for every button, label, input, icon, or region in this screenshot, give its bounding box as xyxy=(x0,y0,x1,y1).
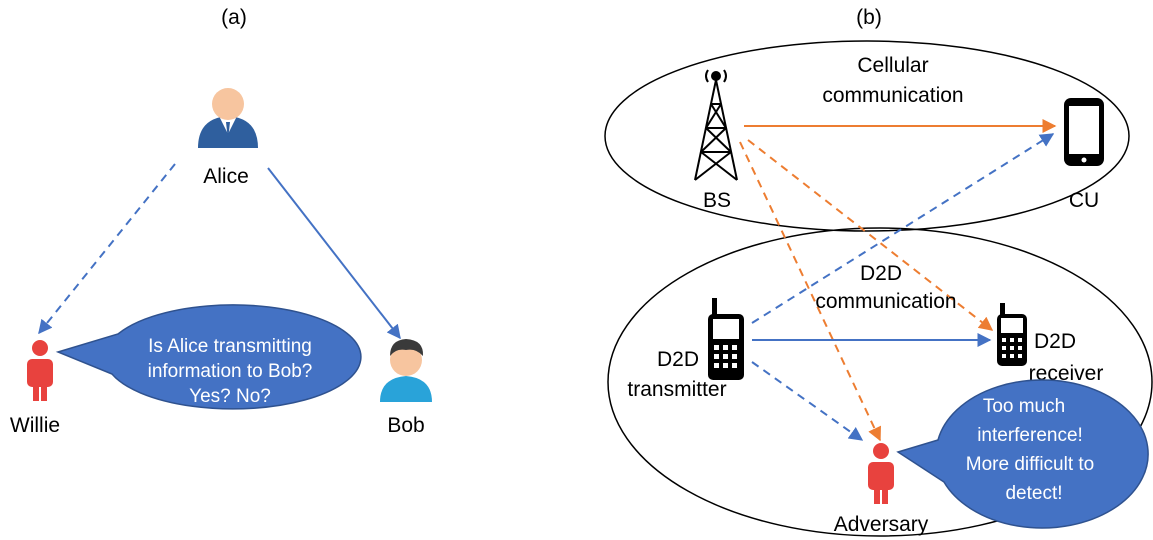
cellular-title-line-2: communication xyxy=(822,84,963,107)
base-station-icon xyxy=(694,69,738,181)
adversary-label: Adversary xyxy=(834,513,929,536)
panel-a-caption: (a) xyxy=(221,6,247,29)
cu-label: CU xyxy=(1069,189,1099,212)
d2d-region xyxy=(607,227,1153,537)
willie-label: Willie xyxy=(10,414,60,437)
bubble-b-line-1: Too much xyxy=(983,396,1065,417)
panel-b-caption: (b) xyxy=(856,6,882,29)
bubble-b-line-4: detect! xyxy=(1005,483,1062,504)
alice-icon xyxy=(198,88,258,148)
bubble-b-line-3: More difficult to xyxy=(966,454,1094,475)
bubble-a-line-3: Yes? No? xyxy=(189,386,271,407)
bs-d2d-receiver-interference xyxy=(747,139,994,331)
panel-b: (b) Cellular communication xyxy=(604,6,1153,537)
bob-label: Bob xyxy=(387,414,424,437)
adversary-speech-bubble: Too much interference! More difficult to… xyxy=(896,379,1149,529)
d2d-title-line-1: D2D xyxy=(860,262,902,285)
bob-icon xyxy=(380,339,432,402)
cellular-title-line-1: Cellular xyxy=(857,54,928,77)
adversary-icon xyxy=(868,443,894,504)
willie-speech-bubble: Is Alice transmitting information to Bob… xyxy=(55,304,362,410)
bubble-a-line-2: information to Bob? xyxy=(148,361,313,382)
willie-icon xyxy=(27,340,53,401)
d2d-tx-cu-interference xyxy=(751,133,1055,324)
cellular-region xyxy=(604,40,1130,232)
d2d-transmitter-phone-icon xyxy=(708,298,744,380)
bubble-a-line-1: Is Alice transmitting xyxy=(148,336,312,357)
d2d-transmitter-label-line-2: transmitter xyxy=(627,378,726,401)
d2d-receiver-label-line-1: D2D xyxy=(1034,330,1076,353)
d2d-title-line-2: communication xyxy=(815,290,956,313)
panel-a: (a) Alice Willie Is Alice transmitting i… xyxy=(10,6,432,437)
d2d-receiver-phone-icon xyxy=(997,303,1027,366)
d2d-tx-adversary-link xyxy=(751,361,864,441)
alice-willie-link xyxy=(38,163,176,335)
bs-label: BS xyxy=(703,189,731,212)
bubble-b-line-2: interference! xyxy=(977,425,1083,446)
smartphone-icon xyxy=(1064,98,1104,166)
alice-label: Alice xyxy=(203,165,249,188)
alice-bob-link xyxy=(267,167,401,340)
d2d-transmitter-label-line-1: D2D xyxy=(657,348,699,371)
d2d-receiver-label-line-2: receiver xyxy=(1029,362,1104,385)
